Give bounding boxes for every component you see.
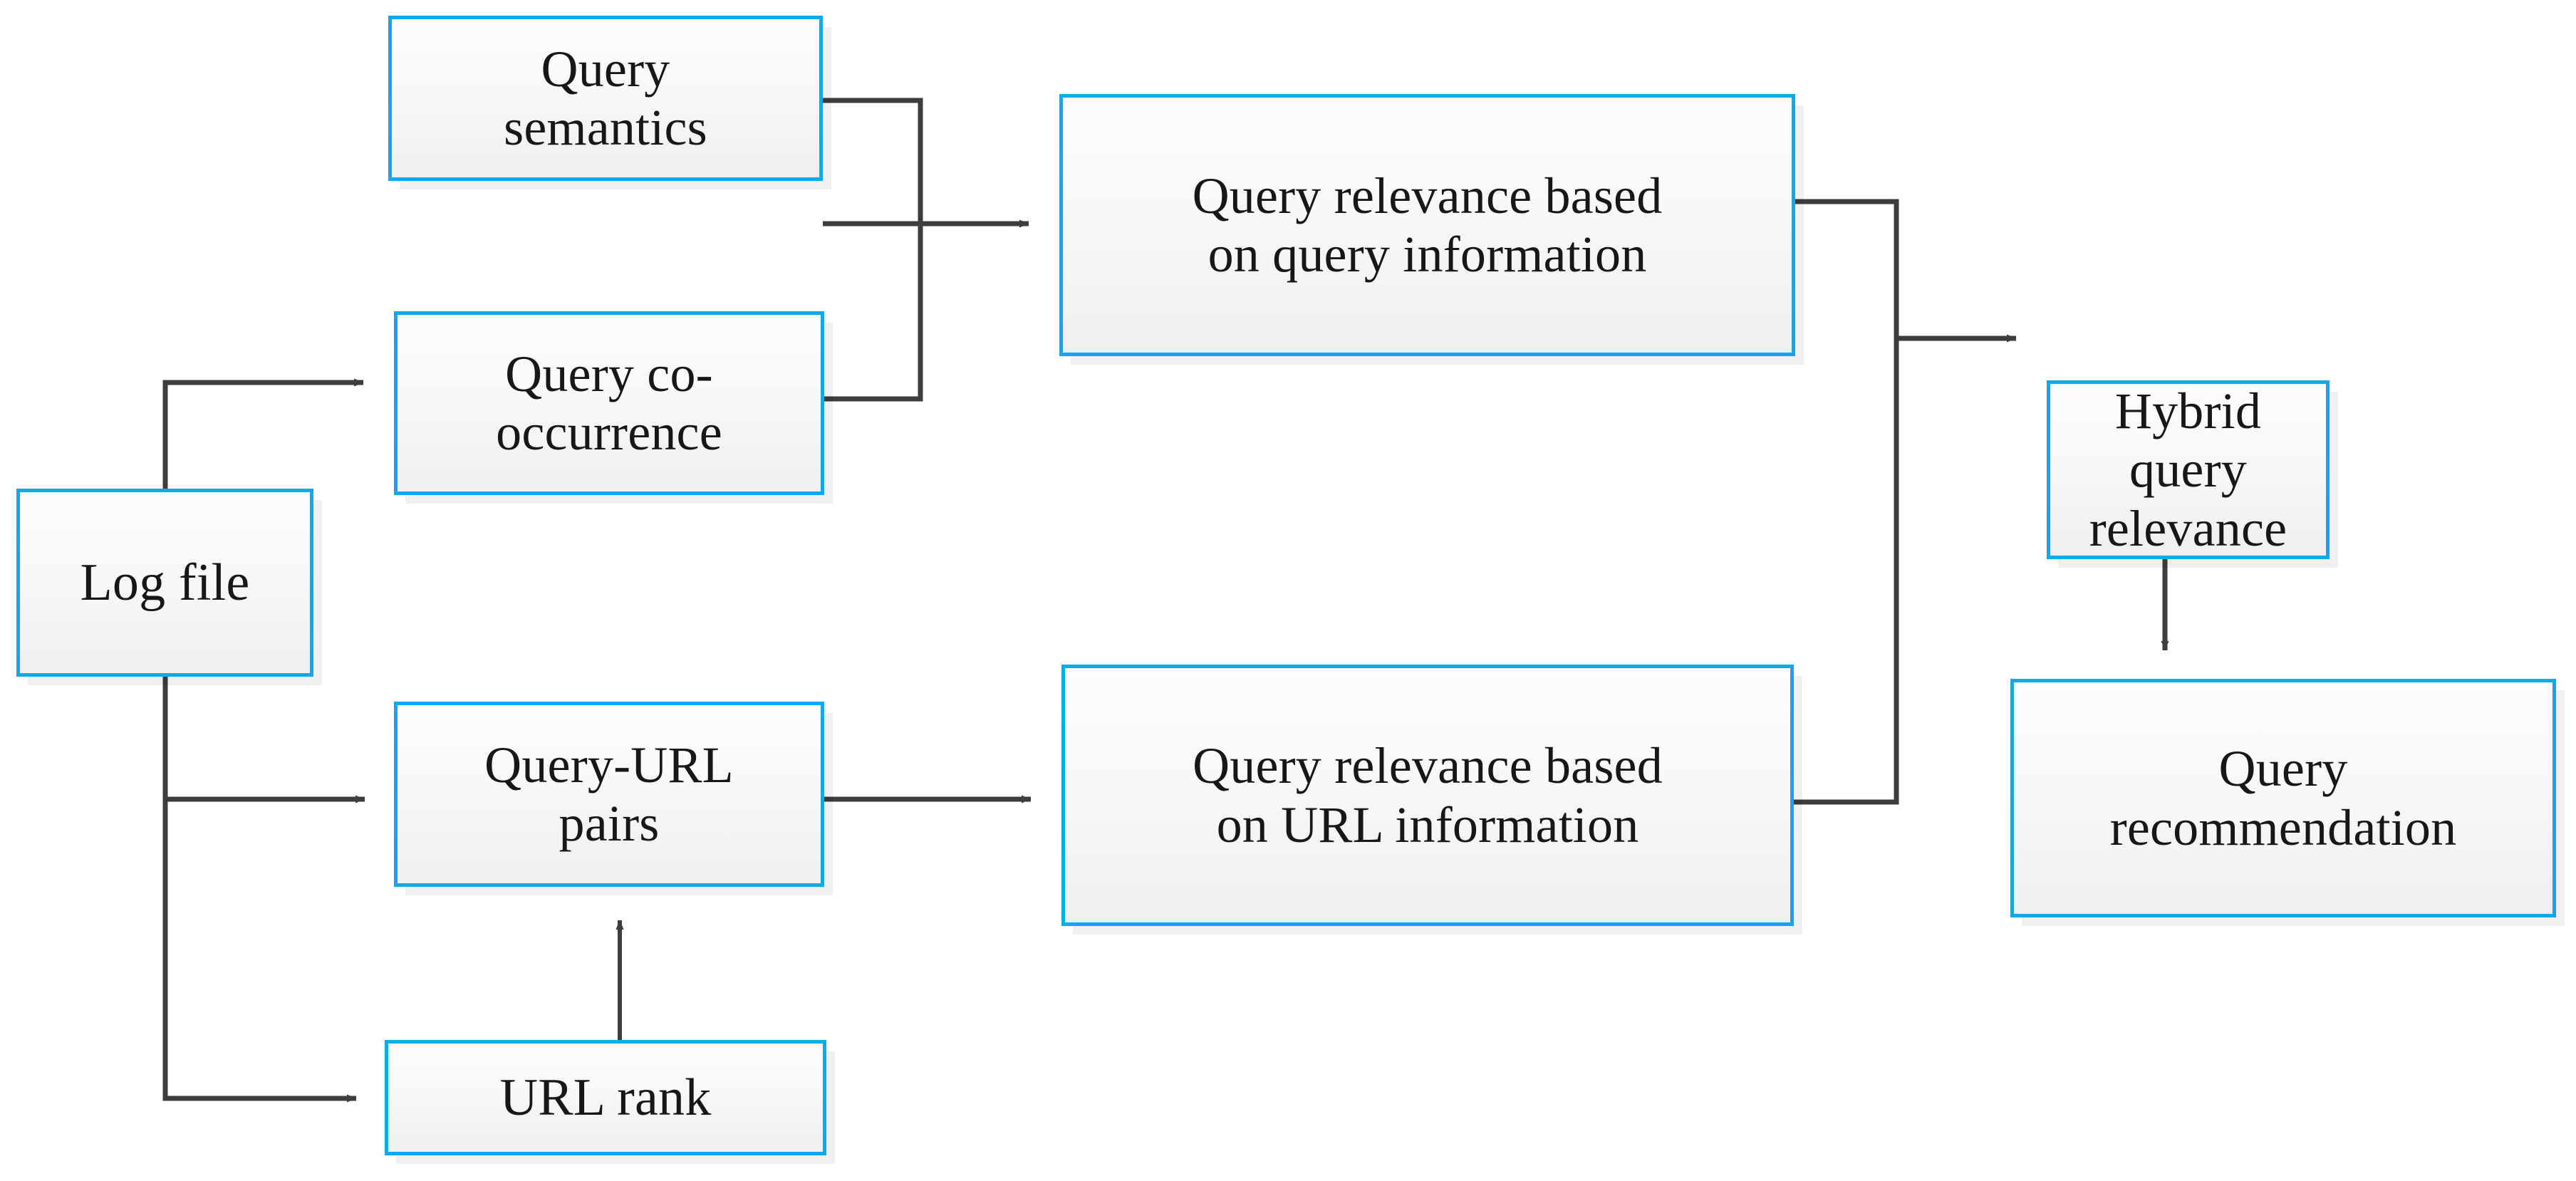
node-query-co-occurrence[interactable]: Query co- occurrence	[394, 311, 824, 495]
edge-url-relevance-riser	[1794, 338, 1899, 805]
node-label: Query semantics	[504, 40, 707, 156]
edge-query-relevance-riser	[1795, 199, 1899, 338]
node-hybrid-query-relevance[interactable]: Hybrid query relevance	[2047, 380, 2330, 559]
node-relevance-query-info[interactable]: Query relevance based on query informati…	[1059, 94, 1795, 356]
node-label: Query relevance based on query informati…	[1192, 167, 1663, 283]
node-query-url-pairs[interactable]: Query-URL pairs	[394, 702, 824, 887]
node-query-semantics[interactable]: Query semantics	[388, 16, 823, 181]
node-label: Query relevance based on URL information	[1193, 737, 1663, 853]
node-label: Hybrid query relevance	[2089, 383, 2287, 557]
node-query-recommendation[interactable]: Query recommendation	[2010, 679, 2556, 917]
node-relevance-url-info[interactable]: Query relevance based on URL information	[1061, 665, 1794, 926]
edge-log-to-query-url-pairs	[162, 677, 365, 803]
node-label: URL rank	[499, 1068, 712, 1127]
node-log-file[interactable]: Log file	[16, 489, 313, 677]
node-label: Query co- occurrence	[496, 345, 722, 461]
edge-log-to-co-occurrence	[162, 378, 364, 489]
edge-semantics-riser	[823, 98, 923, 224]
node-url-rank[interactable]: URL rank	[385, 1040, 826, 1155]
node-label: Query recommendation	[2109, 740, 2457, 856]
edge-log-to-url-rank	[162, 799, 357, 1103]
node-label: Log file	[80, 553, 250, 612]
node-label: Query-URL pairs	[484, 736, 734, 852]
edge-co-occurrence-riser	[824, 224, 923, 402]
